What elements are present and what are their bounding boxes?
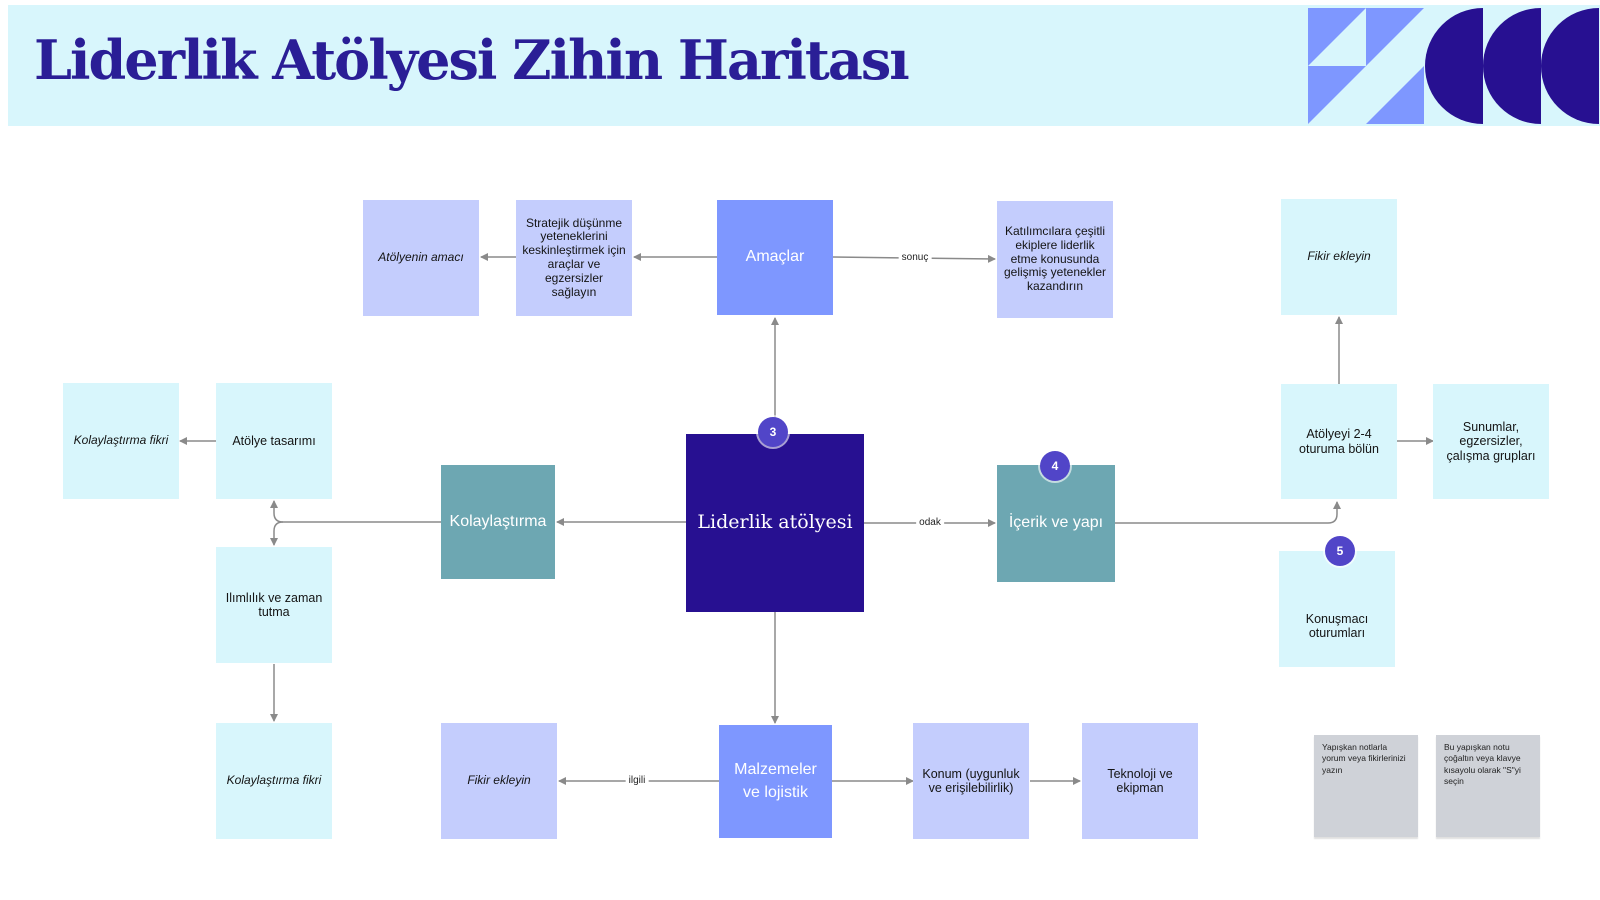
sessions-node[interactable]: Atölyeyi 2-4 oturuma bölün bbox=[1281, 384, 1397, 499]
page-title: Liderlik Atölyesi Zihin Haritası bbox=[34, 28, 910, 92]
tech-node-label: Teknoloji ve ekipman bbox=[1107, 766, 1173, 795]
moderation-idea-node[interactable]: Kolaylaştırma fikri bbox=[216, 723, 332, 839]
triangle-pattern-icon bbox=[1308, 8, 1424, 124]
materials-idea-node[interactable]: Fikir ekleyin bbox=[441, 723, 557, 839]
half-circle-pattern-icon bbox=[1425, 8, 1599, 124]
content-idea-node-label: Fikir ekleyin bbox=[1307, 249, 1371, 264]
facilitation-node[interactable]: Kolaylaştırma bbox=[441, 465, 555, 579]
moderation-node[interactable]: Ilımlılık ve zaman tutma bbox=[216, 547, 332, 663]
sessions-node-label: Atölyeyi 2-4 oturuma bölün bbox=[1299, 427, 1379, 456]
strategy-node-label: Stratejik düşünme yeteneklerini keskinle… bbox=[522, 215, 626, 299]
speakers-node-label: Konuşmacı oturumları bbox=[1305, 611, 1369, 640]
strategy-node[interactable]: Stratejik düşünme yeteneklerini keskinle… bbox=[516, 200, 632, 316]
step-badge: 4 bbox=[1040, 451, 1070, 481]
central-node-label: Liderlik atölyesi bbox=[697, 511, 853, 534]
connector-facilitation-design bbox=[270, 500, 441, 523]
purpose-node-label: Atölyenin amacı bbox=[378, 250, 464, 265]
design-node-label: Atölye tasarımı bbox=[232, 433, 316, 448]
connector-content-sessions bbox=[1115, 501, 1341, 524]
tech-node[interactable]: Teknoloji ve ekipman bbox=[1082, 723, 1198, 839]
materials-node-label: Malzemeler ve lojistik bbox=[734, 761, 817, 801]
sticky-note[interactable]: Bu yapışkan notu çoğaltın veya klavye kı… bbox=[1436, 735, 1540, 837]
location-node-label: Konum (uygunluk ve erişilebilirlik) bbox=[922, 766, 1020, 795]
activities-node-label: Sunumlar, egzersizler, çalışma grupları bbox=[1446, 419, 1536, 463]
materials-node[interactable]: Malzemeler ve lojistik bbox=[719, 725, 832, 838]
content-node[interactable]: İçerik ve yapı bbox=[997, 465, 1115, 582]
goals-node[interactable]: Amaçlar bbox=[717, 200, 833, 315]
result-node-label: Katılımcılara çeşitli ekiplere liderlik … bbox=[1003, 224, 1107, 294]
purpose-node[interactable]: Atölyenin amacı bbox=[363, 200, 479, 316]
design-node[interactable]: Atölye tasarımı bbox=[216, 383, 332, 499]
result-node[interactable]: Katılımcılara çeşitli ekiplere liderlik … bbox=[997, 201, 1113, 318]
step-badge: 3 bbox=[758, 417, 788, 447]
activities-node[interactable]: Sunumlar, egzersizler, çalışma grupları bbox=[1433, 384, 1549, 499]
moderation-node-label: Ilımlılık ve zaman tutma bbox=[225, 590, 323, 619]
edge-label-related: ilgili bbox=[625, 775, 649, 787]
content-node-label: İçerik ve yapı bbox=[1008, 514, 1104, 532]
central-node[interactable]: Liderlik atölyesi bbox=[686, 434, 864, 612]
materials-idea-node-label: Fikir ekleyin bbox=[467, 773, 531, 788]
design-idea-node-label: Kolaylaştırma fikri bbox=[73, 433, 169, 448]
connector-facilitation-moderation bbox=[270, 521, 284, 546]
sticky-note[interactable]: Yapışkan notlarla yorum veya fikirlerini… bbox=[1314, 735, 1418, 837]
edge-label-focus: odak bbox=[916, 517, 944, 529]
speakers-node[interactable]: Konuşmacı oturumları bbox=[1279, 551, 1395, 667]
location-node[interactable]: Konum (uygunluk ve erişilebilirlik) bbox=[913, 723, 1029, 839]
facilitation-node-label: Kolaylaştırma bbox=[449, 512, 547, 530]
content-idea-node[interactable]: Fikir ekleyin bbox=[1281, 199, 1397, 315]
design-idea-node[interactable]: Kolaylaştırma fikri bbox=[63, 383, 179, 499]
goals-node-label: Amaçlar bbox=[745, 248, 805, 266]
moderation-idea-node-label: Kolaylaştırma fikri bbox=[226, 773, 322, 788]
header-decoration bbox=[1308, 8, 1599, 124]
step-badge: 5 bbox=[1325, 536, 1355, 566]
edge-label-result: sonuç bbox=[898, 252, 932, 264]
